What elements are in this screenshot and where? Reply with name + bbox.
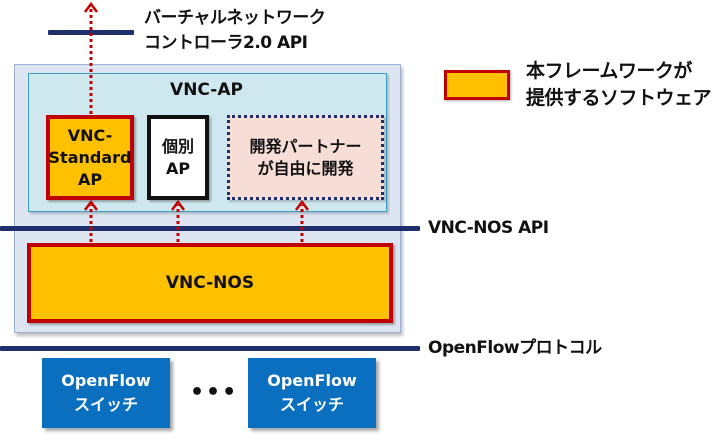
- vnc-nos-api-label: VNC-NOS API: [428, 218, 549, 238]
- openflow-protocol-line: [0, 346, 420, 351]
- vnc-nos-box: VNC-NOS: [27, 243, 393, 323]
- vnc-ap-title: VNC-AP: [170, 80, 243, 100]
- top-api-label: バーチャルネットワーク コントローラ2.0 API: [144, 8, 326, 53]
- individual-ap-box: 個別 AP: [147, 115, 209, 200]
- partner-developed-box: 開発パートナー が自由に開発: [227, 115, 384, 200]
- legend-label: 本フレームワークが 提供するソフトウェア: [526, 60, 712, 109]
- vnc-nos-api-line: [0, 226, 420, 231]
- openflow-protocol-label: OpenFlowプロトコル: [428, 338, 602, 358]
- legend-swatch: [444, 70, 510, 100]
- top-api-line: [48, 30, 134, 35]
- openflow-switch: OpenFlow スイッチ: [248, 358, 376, 428]
- arrowhead-icon: [84, 1, 98, 13]
- openflow-switch: OpenFlow スイッチ: [42, 358, 170, 428]
- ellipsis: •••: [190, 380, 239, 405]
- vnc-standard-ap-box: VNC- Standard AP: [46, 115, 134, 200]
